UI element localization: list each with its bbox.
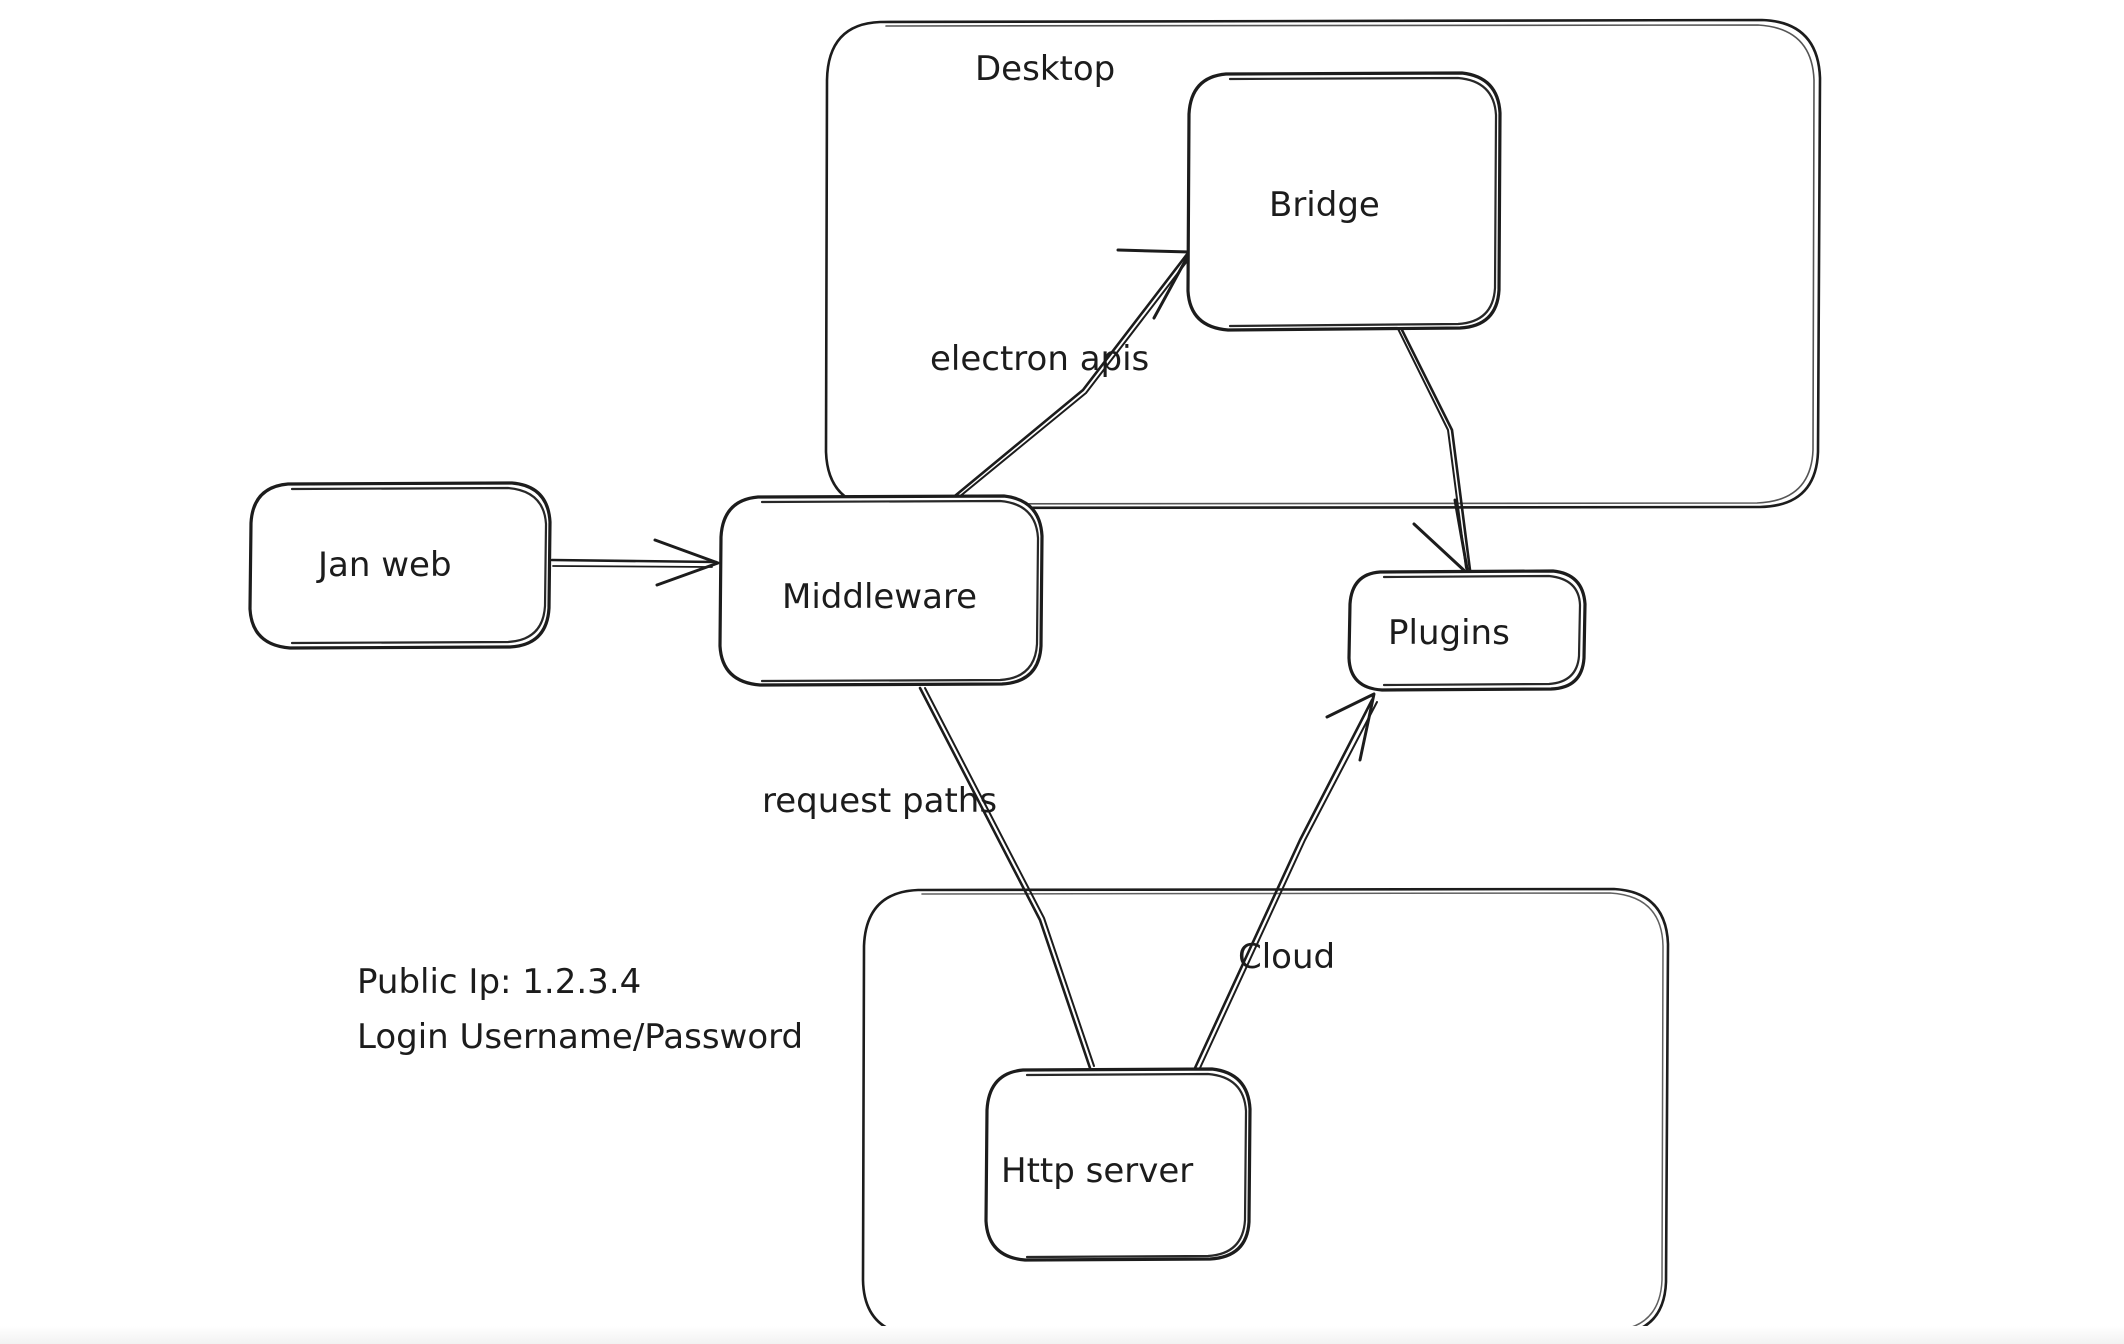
node-shape — [718, 494, 1044, 687]
node-shape — [1347, 569, 1587, 692]
edge-line-sketch — [924, 687, 1095, 1067]
edge-line — [550, 558, 718, 564]
node-shape-sketch — [1382, 574, 1582, 687]
edge-label-electron-apis: electron apis — [930, 339, 1149, 379]
node-http-server[interactable]: Http server — [984, 1067, 1252, 1262]
note-login: Login Username/Password — [357, 1017, 803, 1057]
node-label-bridge: Bridge — [1269, 185, 1380, 225]
group-desktop[interactable]: Desktop — [824, 18, 1822, 510]
node-shape-sketch — [290, 486, 548, 645]
arrow-head — [1325, 692, 1376, 762]
node-label-http-server: Http server — [1001, 1151, 1193, 1191]
node-bridge[interactable]: Bridge — [1186, 71, 1502, 332]
node-shape-sketch — [760, 499, 1040, 683]
edge-line-sketch — [1199, 701, 1378, 1069]
edge-http-server-to-plugins[interactable]: Cloud — [1193, 692, 1378, 1070]
node-label-middleware: Middleware — [782, 577, 977, 617]
edge-label-request-paths: request paths — [762, 781, 997, 821]
edge-line-sketch — [952, 255, 1192, 503]
arrow-head — [1412, 498, 1470, 576]
node-label-plugins: Plugins — [1388, 613, 1510, 653]
arrow-head — [653, 538, 720, 587]
node-shape — [248, 481, 552, 650]
node-shape-sketch — [1025, 1072, 1248, 1259]
node-middleware[interactable]: Middleware — [718, 494, 1044, 687]
edge-label-cloud: Cloud — [1238, 937, 1335, 977]
bottom-edge-band — [0, 1326, 2124, 1344]
desktop-frame-outline-2 — [885, 24, 1815, 505]
node-shape — [984, 1067, 1252, 1262]
group-label-desktop: Desktop — [975, 49, 1115, 89]
node-shape-sketch — [1228, 76, 1498, 328]
arrow-head — [1116, 248, 1192, 320]
edge-line-sketch — [552, 565, 713, 568]
node-shape — [1186, 71, 1502, 332]
note-public-ip: Public Ip: 1.2.3.4 — [357, 962, 641, 1002]
edge-line — [1193, 698, 1374, 1070]
desktop-frame-outline — [824, 18, 1822, 510]
node-plugins[interactable]: Plugins — [1347, 569, 1587, 692]
edge-middleware-to-bridge[interactable]: electron apis — [930, 248, 1192, 503]
edge-middleware-to-http-server[interactable]: request paths — [762, 686, 1095, 1070]
node-label-jan-web: Jan web — [316, 545, 452, 585]
edge-jan-web-to-middleware[interactable] — [550, 538, 720, 587]
edge-line — [918, 686, 1092, 1070]
edge-line — [948, 251, 1190, 502]
node-jan-web[interactable]: Jan web — [248, 481, 552, 650]
note-credentials: Public Ip: 1.2.3.4 Login Username/Passwo… — [357, 962, 803, 1057]
